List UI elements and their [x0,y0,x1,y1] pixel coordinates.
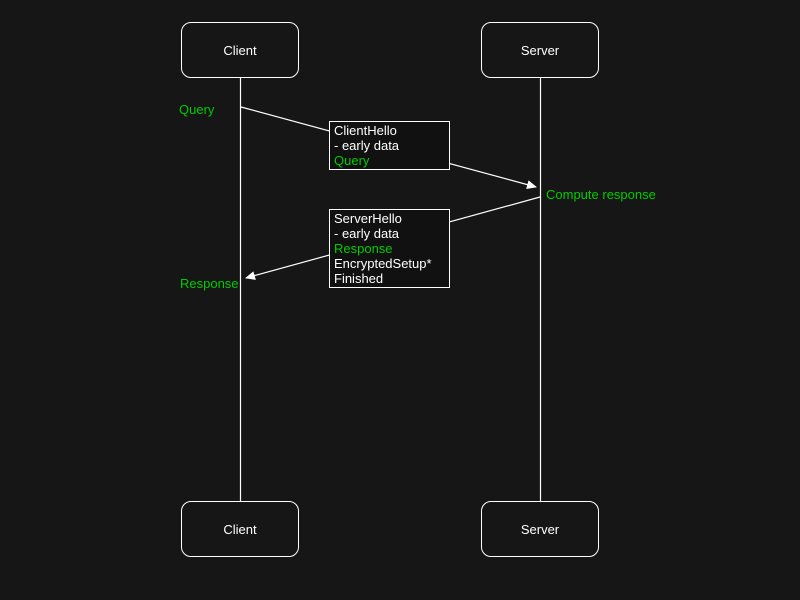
message-box-line: EncryptedSetup* [334,256,432,271]
message-box-line: - early data [334,138,400,153]
query-label: Query [179,102,215,117]
message-box-clienthello: ClientHello - early data Query [329,121,450,170]
actor-box-server-bottom: Server [481,501,599,557]
actor-label-server-top: Server [520,42,560,58]
actor-box-server-top: Server [481,22,599,78]
message-box-line: Response [334,241,393,256]
actor-box-client-top: Client [181,22,299,78]
message-box-line: Finished [334,271,384,286]
response-label: Response [180,276,239,291]
message-box-serverhello: ServerHello - early data Response Encryp… [329,209,450,288]
actor-label-client-bottom: Client [223,521,257,537]
actor-box-client-bottom: Client [181,501,299,557]
message-box-line: ClientHello [334,123,397,138]
actor-label-server-bottom: Server [520,521,560,537]
message-box-line: Query [334,153,370,168]
compute-response-label: Compute response [546,187,656,202]
actor-label-client-top: Client [223,42,257,58]
message-box-line: ServerHello [334,211,402,226]
message-box-line: - early data [334,226,400,241]
